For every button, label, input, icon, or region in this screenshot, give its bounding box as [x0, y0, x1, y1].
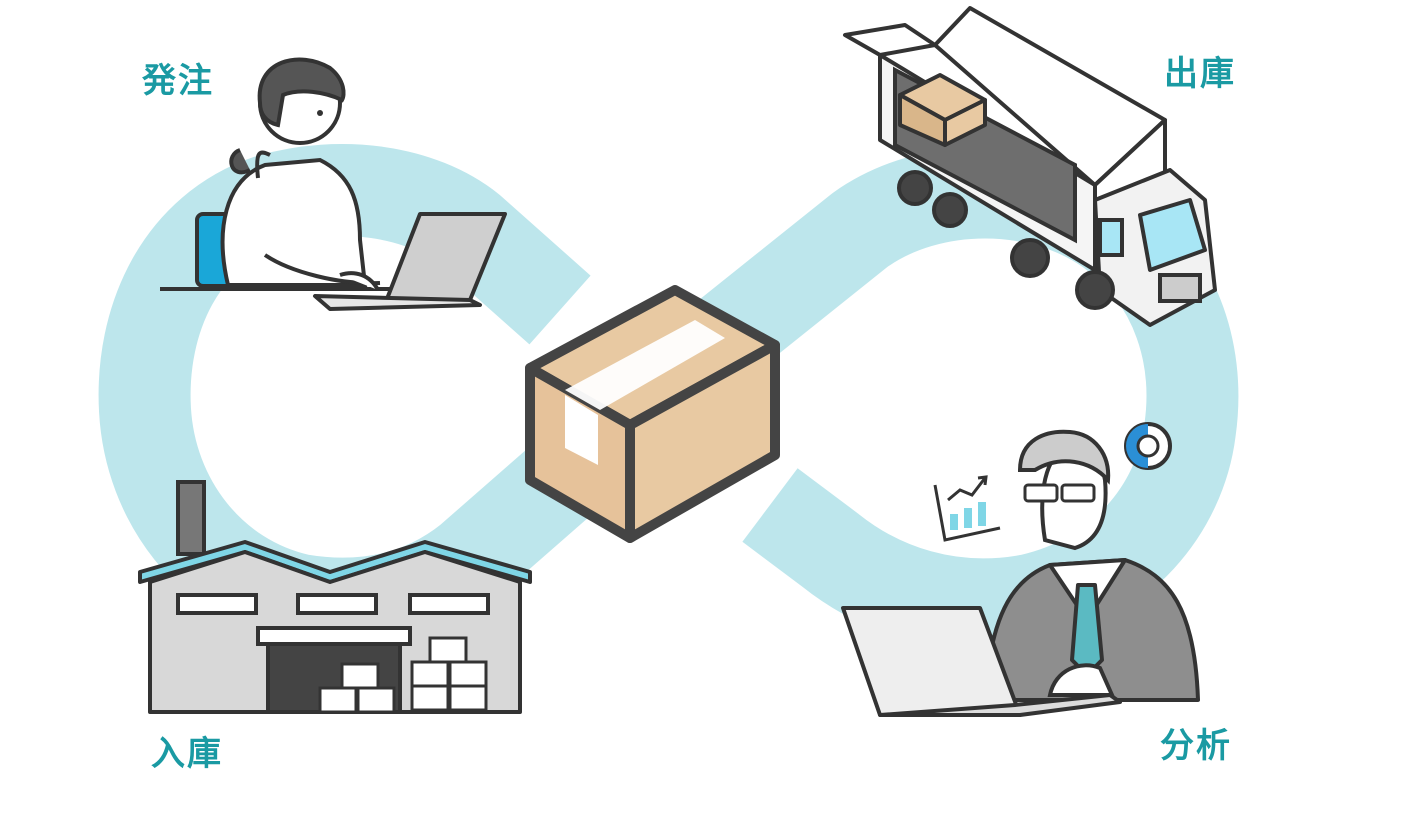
warehouse-icon [138, 480, 532, 714]
label-receiving-in: 入庫 [151, 734, 223, 774]
growth-chart-icon [933, 475, 1001, 542]
label-analysis: 分析 [1160, 726, 1232, 766]
delivery-truck-icon [843, 6, 1217, 327]
woman-laptop-icon [160, 57, 507, 311]
label-shipping-out: 出庫 [1164, 54, 1236, 94]
label-order: 発注 [142, 61, 214, 101]
donut-chart-icon [1124, 422, 1172, 470]
cardboard-box-icon [525, 285, 780, 543]
businessman-laptop-icon [841, 429, 1200, 717]
